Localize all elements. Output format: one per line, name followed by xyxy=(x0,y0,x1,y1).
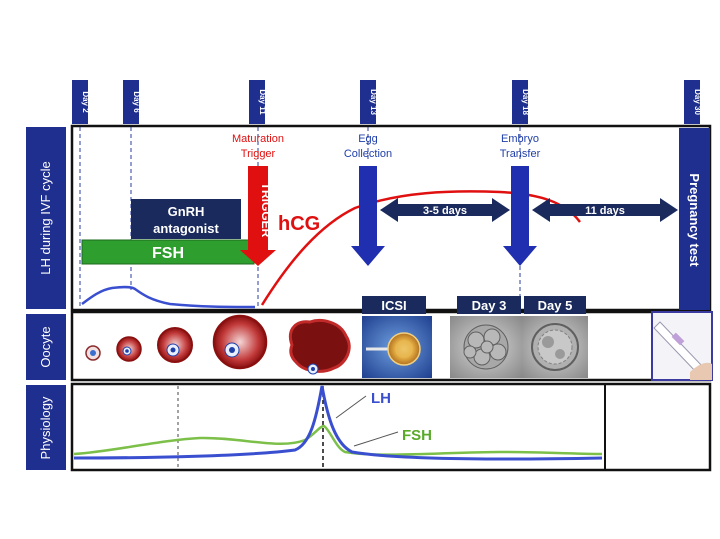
day-label: Day 30 xyxy=(693,89,702,115)
pregnancy-test-stick-panel xyxy=(651,311,713,381)
day-header-11: Day 11 xyxy=(249,80,267,124)
embryo-transfer-line2: Transfer xyxy=(500,148,541,160)
span-3-5-label: 3-5 days xyxy=(423,205,467,217)
egg-collection-arrow xyxy=(351,166,385,266)
day-label: Day 6 xyxy=(132,91,141,113)
row-label-lh-text: LH during IVF cycle xyxy=(38,161,53,274)
day-label: Day 13 xyxy=(369,89,378,115)
icsi-label: ICSI xyxy=(381,298,406,313)
fsh-bar-label: FSH xyxy=(152,245,184,262)
gnrh-antagonist-box: GnRH antagonist xyxy=(131,199,241,239)
day-headers: Day 2 Day 6 Day 11 Day 13 Day 18 Day 30 xyxy=(72,80,702,124)
hcg-curve xyxy=(260,190,581,306)
phys-fsh-label: FSH xyxy=(402,427,432,444)
day-header-13: Day 13 xyxy=(360,80,378,124)
day3-label: Day 3 xyxy=(472,298,507,313)
trigger-label: TRIGGER xyxy=(259,183,273,238)
syringe-icon xyxy=(366,332,421,366)
pregnancy-test-label: Pregnancy test xyxy=(687,173,702,267)
row-label-oocyte-text: Oocyte xyxy=(38,326,53,367)
embryo-icon xyxy=(531,323,579,371)
day-header-6: Day 6 xyxy=(123,80,141,124)
pregnancy-test-panel: Pregnancy test xyxy=(679,128,710,310)
span-11-label: 11 days xyxy=(585,205,625,217)
span-11-days: 11 days xyxy=(532,198,678,222)
row-label-lh: LH during IVF cycle xyxy=(26,127,66,309)
embryo-transfer-line1: Embryo xyxy=(501,133,539,145)
physiology-fsh-curve xyxy=(73,424,603,456)
maturation-trigger-line1: Maturation xyxy=(232,133,284,145)
maturation-trigger-line2: Trigger xyxy=(241,148,276,160)
day5-panel: Day 5 xyxy=(522,296,588,378)
follicle-row xyxy=(85,314,351,375)
row-label-physiology: Physiology xyxy=(26,385,66,470)
follicle-icon xyxy=(212,314,268,370)
follicle-icon xyxy=(85,345,101,361)
day5-label: Day 5 xyxy=(538,298,573,313)
hcg-label: hCG xyxy=(278,213,320,235)
fsh-bar: FSH xyxy=(81,239,255,265)
gnrh-line2: antagonist xyxy=(153,221,219,236)
row-label-oocyte: Oocyte xyxy=(26,314,66,380)
day-header-30: Day 30 xyxy=(684,80,702,124)
day3-panel: Day 3 xyxy=(450,296,522,378)
lh-cycle-curve xyxy=(81,285,256,309)
physiology-lh-curve xyxy=(73,385,603,461)
day-header-2: Day 2 xyxy=(72,80,90,124)
embryo-transfer-arrow xyxy=(503,166,537,266)
row-label-physiology-text: Physiology xyxy=(38,396,53,459)
trigger-arrow: TRIGGER xyxy=(240,166,276,266)
egg-collection-line2: Collection xyxy=(344,148,392,160)
egg-collection-line1: Egg xyxy=(358,133,378,145)
ovulated-follicle-icon xyxy=(289,319,351,375)
day-header-18: Day 18 xyxy=(512,80,530,124)
phys-lh-label: LH xyxy=(371,390,391,407)
follicle-icon xyxy=(116,336,142,362)
day-label: Day 2 xyxy=(81,91,90,113)
gnrh-line1: GnRH xyxy=(168,204,205,219)
physiology-panel-frame xyxy=(70,382,712,472)
day-label: Day 18 xyxy=(521,89,530,115)
span-3-5-days: 3-5 days xyxy=(380,198,510,222)
pregnancy-test-stick-icon xyxy=(653,321,712,380)
embryo-icon xyxy=(463,324,509,370)
day-label: Day 11 xyxy=(258,89,267,115)
icsi-panel: ICSI xyxy=(362,296,432,378)
follicle-icon xyxy=(157,327,193,363)
